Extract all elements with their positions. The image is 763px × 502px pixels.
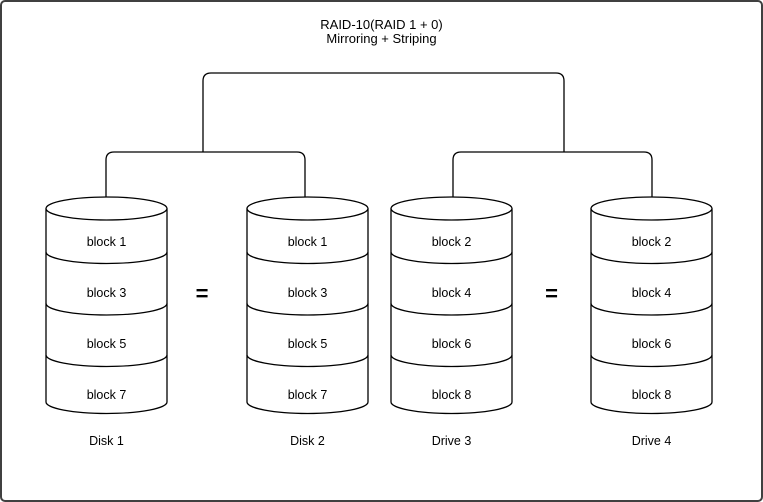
- drive4-block-label: block 2: [631, 235, 672, 249]
- drive4-block-label: block 8: [631, 387, 672, 402]
- disk1-block-label: block 5: [86, 337, 127, 351]
- title-block: RAID-10(RAID 1 + 0) Mirroring + Striping: [2, 18, 761, 46]
- drive3-block-label: block 6: [431, 337, 472, 351]
- disk-cylinder-3: [390, 196, 513, 415]
- mirror-equals-right: =: [545, 281, 558, 306]
- drive3-block-label: block 4: [431, 286, 472, 300]
- disk1-block-label: block 3: [86, 286, 127, 300]
- disk-cylinder-4: [590, 196, 713, 415]
- disk2-block-label: block 1: [287, 235, 328, 249]
- disk1-block-label: block 7: [86, 387, 127, 402]
- disk1-name-label: Disk 1: [89, 433, 124, 448]
- disk2-block-label: block 7: [287, 387, 328, 402]
- disk-cylinder-2: [246, 196, 369, 415]
- mirror-equals-left: =: [195, 281, 209, 306]
- raid0-top-connector: [202, 72, 565, 152]
- drive3-name-label: Drive 3: [431, 433, 472, 448]
- disk2-name-label: Disk 2: [290, 433, 325, 448]
- diagram-title: RAID-10(RAID 1 + 0): [320, 17, 443, 32]
- disk-cylinder-1: [45, 196, 168, 415]
- raid1-left-connector: [105, 151, 306, 198]
- disk1-block-label: block 1: [86, 235, 127, 249]
- drive3-block-label: block 2: [431, 235, 472, 249]
- disk2-block-label: block 5: [287, 337, 328, 351]
- drive3-block-label: block 8: [431, 387, 472, 402]
- raid1-right-connector: [452, 151, 653, 198]
- diagram-subtitle: Mirroring + Striping: [326, 31, 437, 46]
- drive4-block-label: block 4: [631, 286, 672, 300]
- drive4-block-label: block 6: [631, 337, 672, 351]
- disk2-block-label: block 3: [287, 286, 328, 300]
- drive4-name-label: Drive 4: [631, 433, 672, 448]
